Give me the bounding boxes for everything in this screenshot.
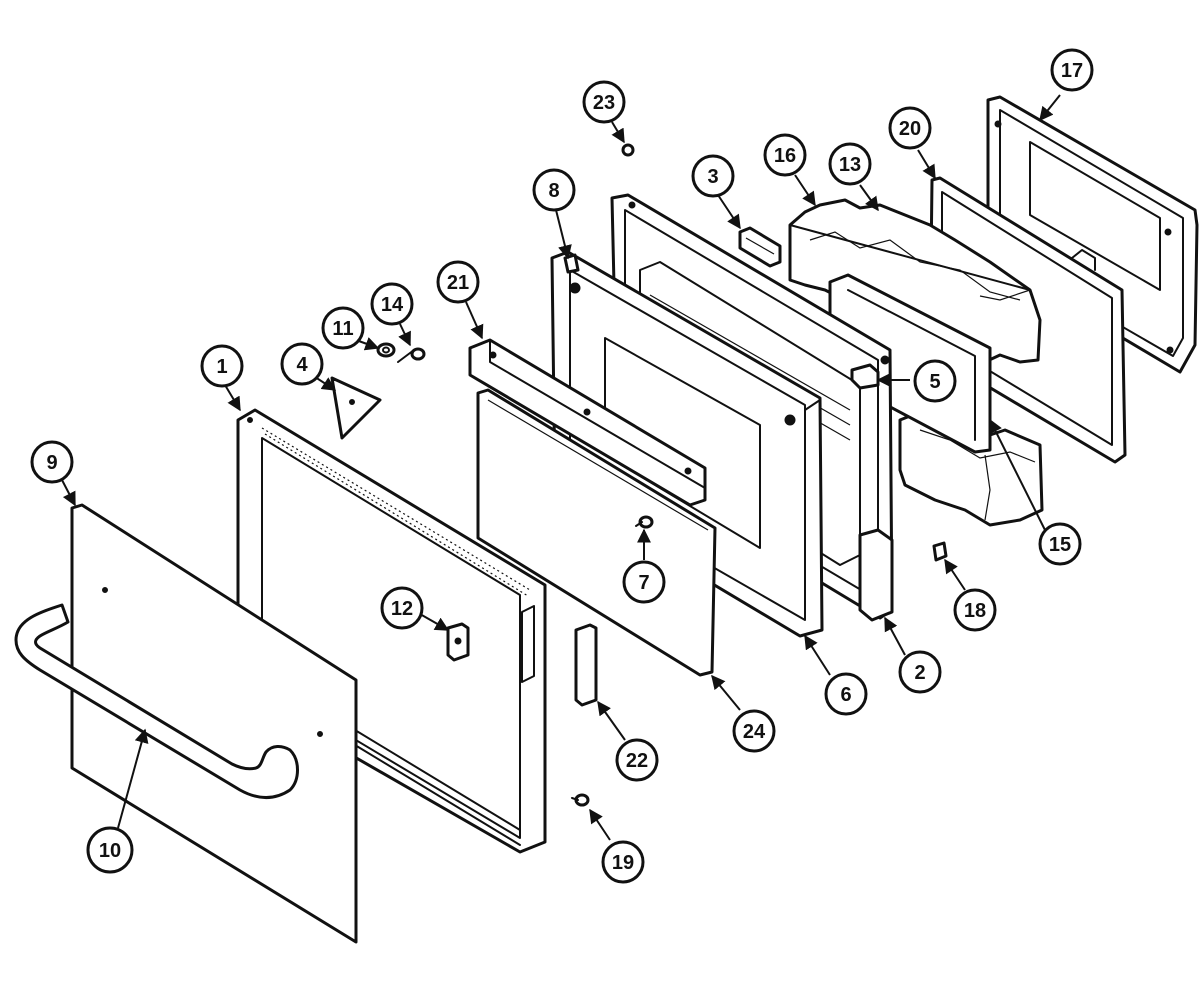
svg-text:23: 23	[593, 92, 615, 114]
callout-18: 18	[953, 588, 997, 632]
svg-text:4: 4	[296, 354, 308, 376]
callout-21: 21	[436, 260, 480, 304]
callout-17: 17	[1050, 48, 1094, 92]
svg-text:18: 18	[964, 600, 986, 622]
callout-23: 23	[582, 80, 626, 124]
svg-text:21: 21	[447, 272, 469, 294]
leader-lines	[61, 94, 1061, 841]
part-15-insulation-lower	[828, 273, 1044, 527]
svg-text:8: 8	[548, 180, 559, 202]
callout-16: 16	[763, 133, 807, 177]
callout-7: 7	[622, 560, 666, 604]
svg-text:15: 15	[1049, 534, 1071, 556]
svg-text:9: 9	[46, 452, 57, 474]
svg-text:1: 1	[216, 356, 227, 378]
svg-text:2: 2	[914, 662, 925, 684]
part-10-handle	[14, 603, 299, 799]
part-7-screw	[635, 515, 654, 529]
callouts: 1 2 3 4 5 6 7 8 9 10 11 12 13 14 15 16 1…	[30, 48, 1094, 884]
part-3-latch-plate	[738, 226, 782, 268]
callout-19: 19	[601, 840, 645, 884]
svg-text:24: 24	[743, 721, 766, 743]
svg-text:10: 10	[99, 840, 121, 862]
part-18-clip	[932, 541, 948, 562]
callout-1: 1	[200, 344, 244, 388]
callout-9: 9	[30, 440, 74, 484]
svg-text:13: 13	[839, 154, 861, 176]
callout-14: 14	[370, 282, 414, 326]
svg-text:11: 11	[332, 318, 353, 340]
svg-text:14: 14	[381, 294, 404, 316]
part-5-hinge-bracket	[850, 363, 880, 390]
callout-15: 15	[1038, 522, 1082, 566]
svg-text:6: 6	[840, 684, 851, 706]
part-22-strip	[574, 623, 598, 707]
part-24-inner-panel	[476, 388, 717, 677]
callout-6: 6	[824, 672, 868, 716]
callout-22: 22	[615, 738, 659, 782]
part-11-nut	[376, 342, 396, 358]
svg-text:5: 5	[929, 371, 940, 393]
svg-text:7: 7	[638, 572, 649, 594]
part-14-screw	[397, 347, 426, 363]
part-19-screw	[571, 793, 590, 807]
svg-text:12: 12	[391, 598, 413, 620]
callout-4: 4	[280, 342, 324, 386]
part-23-screw	[621, 143, 635, 157]
callout-8: 8	[532, 168, 576, 212]
svg-text:17: 17	[1061, 60, 1083, 82]
callout-2: 2	[898, 650, 942, 694]
callout-11: 11	[321, 306, 365, 350]
part-21-top-channel	[468, 338, 707, 507]
part-9-outer-panel	[70, 503, 358, 944]
callout-10: 10	[86, 826, 134, 874]
svg-text:20: 20	[899, 118, 921, 140]
callout-24: 24	[732, 709, 776, 753]
svg-text:19: 19	[612, 852, 634, 874]
callout-13: 13	[828, 142, 872, 186]
svg-text:16: 16	[774, 145, 796, 167]
part-12-badge	[446, 622, 470, 662]
svg-text:3: 3	[707, 166, 718, 188]
part-4-triangle-plate	[330, 376, 382, 440]
callout-5: 5	[913, 359, 957, 403]
callout-20: 20	[888, 106, 932, 150]
svg-text:22: 22	[626, 750, 648, 772]
callout-12: 12	[380, 586, 424, 630]
callout-3: 3	[691, 154, 735, 198]
